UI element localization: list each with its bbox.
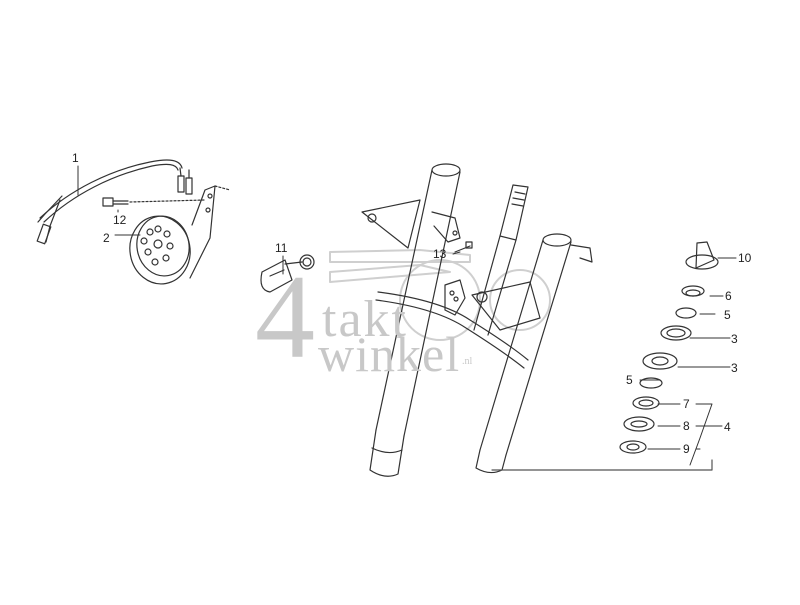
leader-lines bbox=[77, 165, 737, 466]
callout-1: 1 bbox=[72, 151, 79, 165]
bolt-icon bbox=[102, 197, 206, 207]
watermark-digit: 4 bbox=[255, 250, 315, 383]
wire-harness-icon bbox=[36, 159, 193, 245]
callout-8: 8 bbox=[683, 419, 690, 433]
callout-12: 12 bbox=[113, 213, 127, 227]
bearing-stack-icon bbox=[619, 241, 719, 454]
watermark-line2: winkel bbox=[318, 326, 461, 382]
callout-13: 13 bbox=[433, 247, 447, 261]
horn-icon bbox=[129, 185, 231, 285]
callout-2: 2 bbox=[103, 231, 110, 245]
fork-bridge-icon bbox=[375, 279, 541, 369]
callout-4: 4 bbox=[724, 420, 731, 434]
callout-5b: 5 bbox=[626, 373, 633, 387]
watermark-bike-icon bbox=[329, 249, 551, 341]
callout-9: 9 bbox=[683, 442, 690, 456]
watermark-suffix: .nl bbox=[462, 356, 473, 367]
steering-stem-icon bbox=[473, 184, 529, 336]
screw-icon bbox=[454, 241, 473, 253]
fork-tube-right-icon bbox=[475, 233, 713, 474]
callout-5a: 5 bbox=[724, 308, 731, 322]
watermark-line1: takt bbox=[322, 291, 408, 348]
callout-11: 11 bbox=[275, 241, 288, 255]
cable-clamp-icon bbox=[260, 254, 315, 293]
callout-6: 6 bbox=[725, 289, 732, 303]
fork-tube-left-icon bbox=[361, 163, 461, 477]
callout-7: 7 bbox=[683, 397, 690, 411]
callout-3b: 3 bbox=[731, 361, 738, 375]
callout-3a: 3 bbox=[731, 332, 738, 346]
callout-10: 10 bbox=[738, 251, 752, 265]
